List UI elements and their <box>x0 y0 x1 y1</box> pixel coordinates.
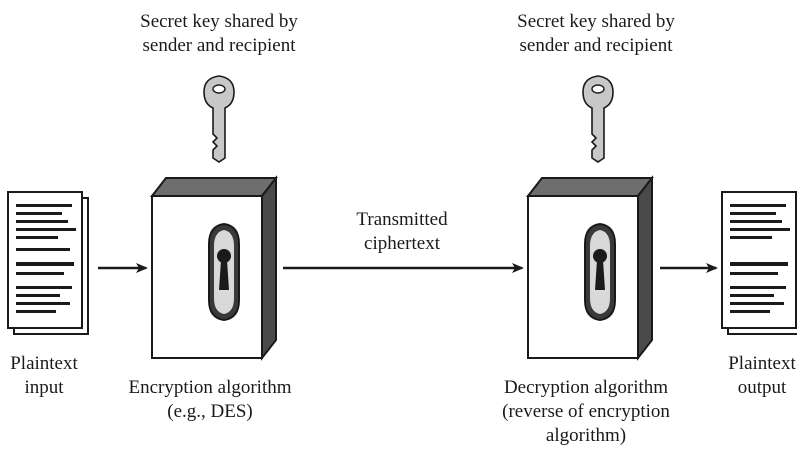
plaintext-output-label-line-1: Plaintext <box>728 353 796 374</box>
encryption-keyhole-lock-icon <box>208 222 240 322</box>
plaintext-input-label: Plaintext input <box>10 352 78 400</box>
encryption-algorithm-box <box>149 175 279 361</box>
plaintext-input-label-line-1: Plaintext <box>10 353 78 374</box>
decryption-algorithm-box <box>525 175 655 361</box>
plaintext-output-label-line-2: output <box>737 377 787 398</box>
plaintext-output-document-icon <box>721 191 797 335</box>
plaintext-output-label: Plaintext output <box>728 352 796 400</box>
plaintext-input-document-icon <box>7 191 89 335</box>
decryption-algorithm-label-line-3: algorithm) <box>545 425 627 446</box>
encryption-algorithm-label: Encryption algorithm (e.g., DES) <box>128 376 291 424</box>
decryption-key-label: Secret key shared by sender and recipien… <box>517 10 675 58</box>
decryption-keyhole-lock-icon <box>584 222 616 322</box>
decryption-algorithm-label-line-2: (reverse of encryption <box>502 401 670 422</box>
decryption-key-icon <box>582 75 614 163</box>
encryption-key-icon <box>203 75 235 163</box>
encryption-key-label-line-1: Secret key shared by <box>140 11 298 32</box>
transmitted-label-line-1: Transmitted <box>356 209 448 230</box>
encryption-algorithm-label-line-1: Encryption algorithm <box>128 377 292 398</box>
plaintext-input-label-line-2: input <box>24 377 64 398</box>
encryption-algorithm-label-line-2: (e.g., DES) <box>167 401 253 422</box>
decryption-algorithm-label: Decryption algorithm (reverse of encrypt… <box>502 376 670 448</box>
decryption-key-label-line-1: Secret key shared by <box>517 11 675 32</box>
transmitted-ciphertext-label: Transmitted ciphertext <box>356 208 447 256</box>
transmitted-label-line-2: ciphertext <box>364 233 440 254</box>
decryption-key-label-line-2: sender and recipient <box>519 35 673 56</box>
encryption-key-label: Secret key shared by sender and recipien… <box>140 10 298 58</box>
encryption-key-label-line-2: sender and recipient <box>142 35 296 56</box>
decryption-algorithm-label-line-1: Decryption algorithm <box>503 377 669 398</box>
